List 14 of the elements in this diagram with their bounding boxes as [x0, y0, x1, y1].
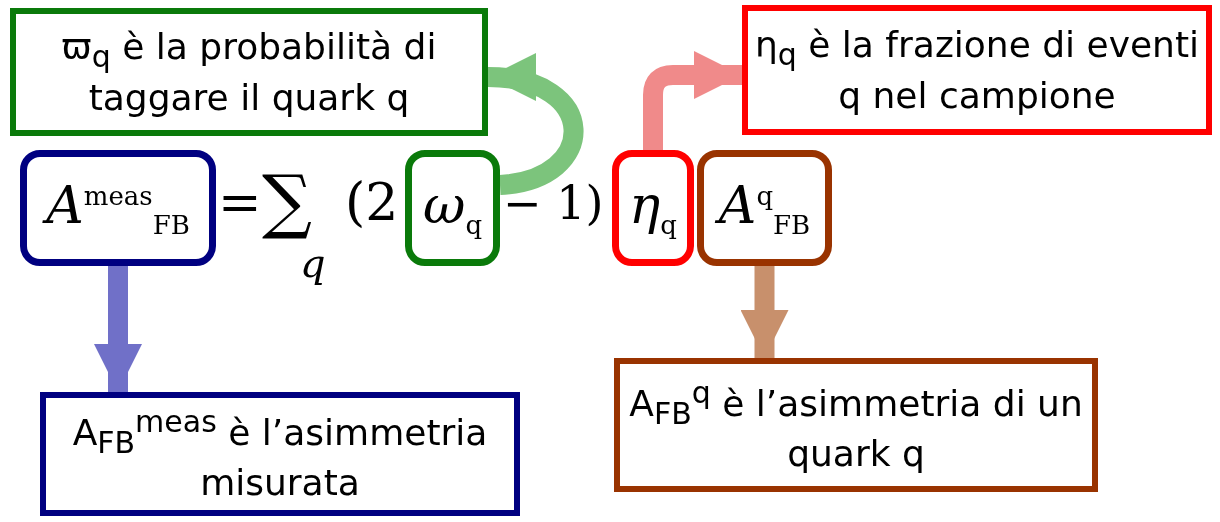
arrow	[487, 56, 584, 195]
formula-term: ω$_{q}$	[405, 150, 500, 266]
arrow	[94, 266, 142, 392]
formula-text: q	[300, 240, 326, 286]
sum-sign: ∑	[262, 160, 312, 242]
formula-text: (2	[345, 172, 399, 232]
annotation-box: A$_{FB}$$^{meas}$ è l’asimmetria misurata	[40, 392, 520, 516]
annotation-box: ϖ$_{q}$ è la probabilità di taggare il quark q	[10, 8, 488, 136]
annotation-box: A$_{FB}$$^{q}$ è l’asimmetria di un quark q	[614, 358, 1098, 492]
formula-text: =	[218, 172, 262, 232]
arrow	[740, 266, 789, 358]
formula-text: − 1)	[503, 176, 604, 230]
annotation-box: η$_{q}$ è la frazione di eventi q nel campione	[742, 5, 1212, 135]
formula-term: η$_{q}$	[612, 150, 694, 266]
